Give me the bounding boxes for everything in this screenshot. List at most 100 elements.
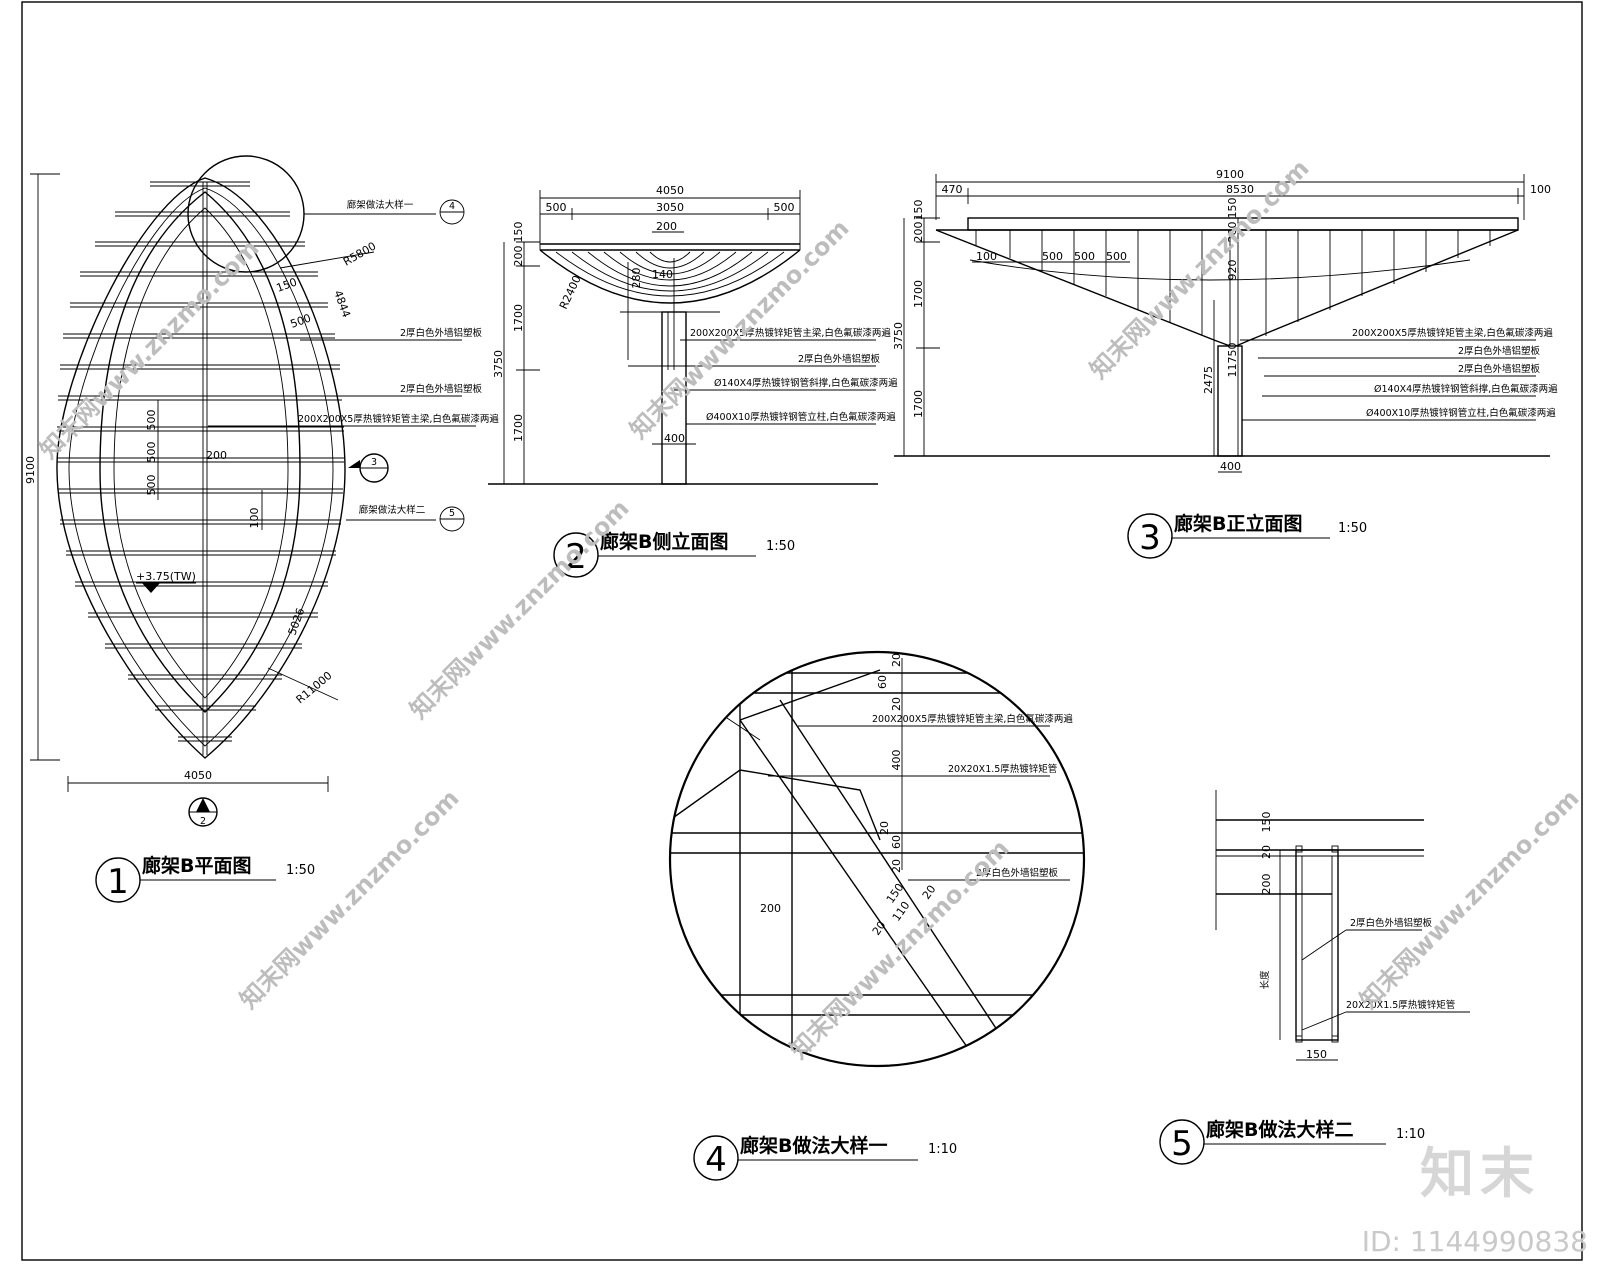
front-dim-total: 9100	[1216, 168, 1244, 181]
front-dim-h150: 150	[912, 200, 925, 221]
plan-dim-spacing-a: 500	[145, 410, 158, 431]
plan-title: 廊架B平面图	[142, 854, 251, 877]
image-id: ID: 1144990838	[1361, 1225, 1588, 1258]
side-canopy-bowl	[539, 249, 801, 304]
side-dim-1700-upper: 1700	[512, 304, 525, 332]
side-dim-right: 500	[774, 201, 795, 214]
detail1-d20e: 20	[870, 919, 889, 938]
detail1-circle	[668, 650, 1086, 1068]
side-title: 廊架B侧立面图	[600, 530, 728, 553]
watermark-text: 知末网www.znzmo.com	[404, 494, 634, 724]
detail2-w150: 150	[1306, 1048, 1327, 1061]
sheet-border	[21, 1, 1583, 1261]
plan-detail2-label: 廊架做法大样二	[359, 504, 426, 516]
front-dim-h1700-upper: 1700	[912, 280, 925, 308]
plan-inner-lens-2	[113, 207, 289, 699]
detail1-number: 4	[705, 1140, 727, 1180]
detail1-d60a: 60	[876, 675, 889, 689]
side-elevation-view: 4050 500 3050 500 200	[488, 184, 898, 578]
detail1-note-tube: 20X20X1.5厚热镀锌矩管	[948, 763, 1057, 775]
detail2-note-board: 2厚白色外墙铝塑板	[1350, 917, 1433, 929]
side-dim-beam200: 200	[512, 246, 525, 267]
plan-arc-4844: 4844	[331, 289, 353, 320]
detail1-d200: 200	[760, 902, 781, 915]
detail1-scale: 1:10	[928, 1142, 957, 1157]
plan-scale: 1:50	[286, 863, 315, 878]
detail1-d60b: 60	[890, 835, 903, 849]
front-dim-8530: 8530	[1226, 183, 1254, 196]
side-dim-280: 280	[630, 268, 643, 289]
plan-section-side-num: 3	[371, 457, 377, 468]
front-title: 廊架B正立面图	[1174, 512, 1302, 535]
plan-view: 9100 4050 500 500 500 200 100 150 500 R5…	[24, 155, 499, 903]
detail2-h20: 20	[1260, 845, 1273, 859]
front-dim-h3750: 3750	[892, 322, 905, 350]
front-scale: 1:50	[1338, 521, 1367, 536]
side-dim-top200: 200	[656, 220, 677, 233]
front-dim-col400: 400	[1220, 460, 1241, 473]
plan-dim-spacing-c: 500	[145, 475, 158, 496]
front-elevation-view: 9100 470 8530 100	[892, 168, 1558, 559]
front-dim-h200: 200	[912, 222, 925, 243]
detail2-h150: 150	[1260, 812, 1273, 833]
detail1-d20c: 20	[878, 821, 891, 835]
plan-detail1-label: 廊架做法大样一	[347, 199, 414, 211]
detail2-title: 廊架B做法大样二	[1206, 1118, 1353, 1141]
side-dim-col400: 400	[664, 432, 685, 445]
plan-radius-large: R11000	[294, 669, 335, 706]
front-dim-c100: 100	[976, 250, 997, 263]
plan-note-beam: 200X200X5厚热镀锌矩管主梁,白色氟碳漆两遍	[298, 413, 499, 425]
front-note-column: Ø400X10厚热镀锌钢管立柱,白色氟碳漆两遍	[1366, 407, 1556, 419]
detail-one-view: 20 60 20 400 20 60 20 200 150 20 110 20 …	[668, 650, 1086, 1181]
front-dim-m920: 920	[1226, 260, 1239, 281]
front-note-brace: Ø140X4厚热镀锌钢管斜撑,白色氟碳漆两遍	[1374, 383, 1558, 395]
front-dim-m11750: 11750	[1226, 343, 1239, 378]
plan-section-bottom-num: 2	[200, 816, 206, 827]
side-dim-mid: 3050	[656, 201, 684, 214]
detail1-title: 廊架B做法大样一	[740, 1134, 887, 1157]
plan-dim-spacing-b: 500	[145, 442, 158, 463]
detail1-note-beam: 200X200X5厚热镀锌矩管主梁,白色氟碳漆两遍	[872, 713, 1073, 725]
front-dim-h1700-lower: 1700	[912, 390, 925, 418]
detail1-d20d: 20	[890, 859, 903, 873]
plan-dim-bar: 100	[248, 508, 261, 529]
detail1-d20b: 20	[890, 697, 903, 711]
watermark-text: 知末网www.znzmo.com	[1354, 784, 1584, 1014]
detail2-h200: 200	[1260, 874, 1273, 895]
side-note-board: 2厚白色外墙铝塑板	[798, 353, 881, 365]
brand-watermark: 知末	[1420, 1142, 1540, 1205]
front-note-board1: 2厚白色外墙铝塑板	[1458, 345, 1541, 357]
side-dim-3750: 3750	[492, 350, 505, 378]
detail2-scale: 1:10	[1396, 1127, 1425, 1142]
side-radius: R2400	[557, 273, 584, 311]
side-dim-left: 500	[546, 201, 567, 214]
front-note-board2: 2厚白色外墙铝塑板	[1458, 363, 1541, 375]
front-title-bubble	[1127, 513, 1173, 559]
plan-dim-height: 9100	[24, 456, 37, 484]
detail1-d20a: 20	[890, 653, 903, 667]
plan-crossbars	[57, 181, 344, 742]
detail1-d400: 400	[890, 750, 903, 771]
detail-two-view: 150 20 200 长度 150 2厚白色外墙铝塑板 20X20X1.5厚热镀…	[1159, 790, 1470, 1165]
plan-dim-width: 4050	[184, 769, 212, 782]
front-rafters	[975, 230, 1491, 336]
plan-dim-inner-gap: 200	[206, 449, 227, 462]
side-canopy-rings	[555, 251, 785, 297]
plan-arc-5026: 5026	[286, 606, 308, 637]
front-dim-m200: 200	[1226, 222, 1239, 243]
side-note-brace: Ø140X4厚热镀锌钢管斜撑,白色氟碳漆两遍	[714, 377, 898, 389]
front-dim-m2475: 2475	[1202, 366, 1215, 394]
front-dim-s2: 500	[1074, 250, 1095, 263]
front-dim-100: 100	[1530, 183, 1551, 196]
detail2-title-bubble	[1159, 1119, 1205, 1165]
plan-note-board2: 2厚白色外墙铝塑板	[400, 383, 483, 395]
watermark-text: 知末网www.znzmo.com	[1084, 154, 1314, 384]
elevation-triangle-icon	[142, 583, 160, 593]
side-note-beam: 200X200X5厚热镀锌矩管主梁,白色氟碳漆两遍	[690, 327, 891, 339]
front-dim-470: 470	[942, 183, 963, 196]
detail2-number: 5	[1171, 1124, 1193, 1164]
plan-number: 1	[107, 862, 129, 902]
plan-note-board1: 2厚白色外墙铝塑板	[400, 327, 483, 339]
plan-dim-offset-150: 150	[275, 275, 299, 294]
